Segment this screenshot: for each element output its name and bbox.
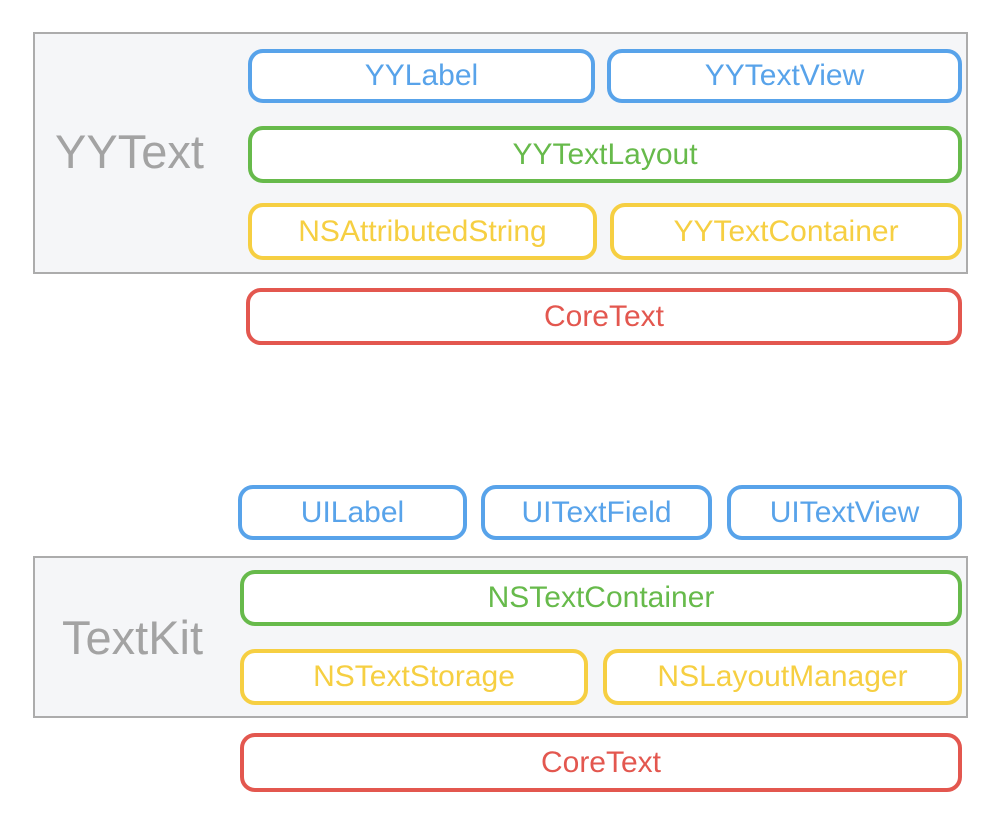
- node-yytextview-text: YYTextView: [704, 59, 865, 92]
- node-nstextcontainer: NSTextContainer: [240, 570, 962, 626]
- node-uilabel-text: UILabel: [300, 495, 405, 529]
- node-nstextcontainer-text: NSTextContainer: [487, 581, 715, 614]
- node-coretext-yytext: CoreText: [246, 288, 962, 345]
- node-nsattributedstring: NSAttributedString: [248, 203, 597, 260]
- node-nslayoutmanager: NSLayoutManager: [603, 649, 962, 705]
- node-yytextview: YYTextView: [607, 49, 962, 103]
- node-nslayoutmanager-text: NSLayoutManager: [657, 660, 908, 693]
- node-nstextstorage: NSTextStorage: [240, 649, 588, 705]
- textkit-group-label: TextKit: [62, 611, 204, 664]
- yytext-group-label: YYText: [55, 125, 204, 178]
- node-uitextview: UITextView: [727, 485, 962, 540]
- node-yytextlayout: YYTextLayout: [248, 126, 962, 183]
- node-yylabel: YYLabel: [248, 49, 595, 103]
- node-uitextfield-text: UITextField: [521, 495, 672, 529]
- node-yytextcontainer: YYTextContainer: [610, 203, 962, 260]
- node-coretext-yytext-text: CoreText: [543, 299, 665, 333]
- node-coretext-textkit-text: CoreText: [540, 745, 662, 779]
- node-yylabel-text: YYLabel: [364, 59, 479, 92]
- node-yytextcontainer-text: YYTextContainer: [673, 214, 899, 248]
- node-uitextfield: UITextField: [481, 485, 712, 540]
- node-nsattributedstring-text: NSAttributedString: [298, 214, 547, 248]
- node-yytextlayout-text: YYTextLayout: [512, 137, 698, 171]
- node-uitextview-text: UITextView: [769, 495, 920, 529]
- node-uilabel: UILabel: [238, 485, 467, 540]
- node-coretext-textkit: CoreText: [240, 733, 962, 792]
- node-nstextstorage-text: NSTextStorage: [313, 660, 515, 693]
